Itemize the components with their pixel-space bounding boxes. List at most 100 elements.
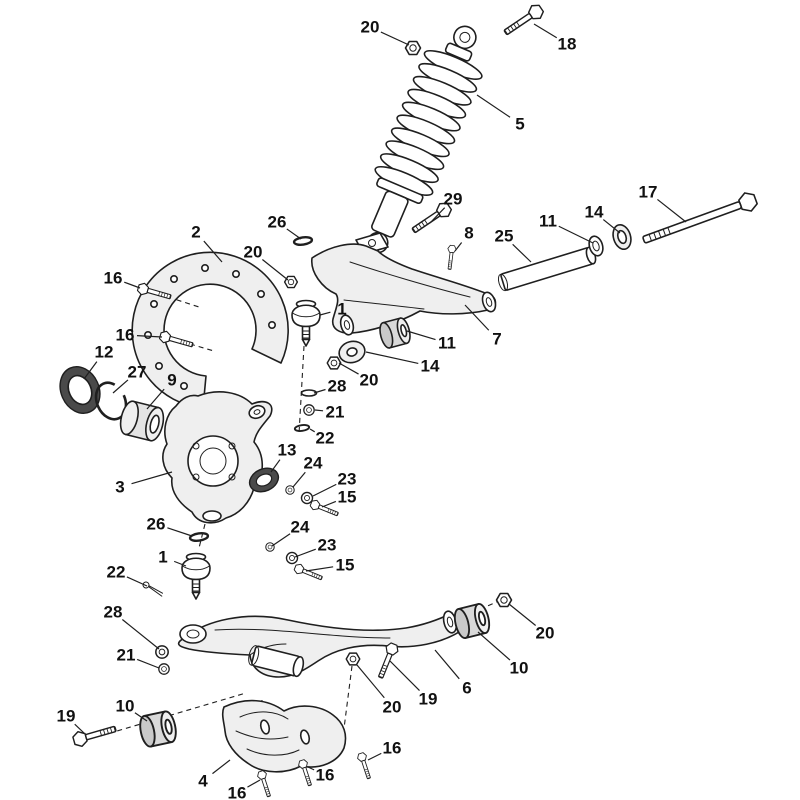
leader-line-15 xyxy=(305,566,334,572)
leader-line-19 xyxy=(389,660,420,691)
callout-10: 10 xyxy=(510,659,529,678)
leader-line-25 xyxy=(512,243,532,263)
bolt-19-front xyxy=(374,641,401,681)
callout-8: 8 xyxy=(464,224,473,243)
washer-11-right xyxy=(588,235,604,257)
callout-27: 27 xyxy=(128,363,147,382)
nut-20-top xyxy=(404,40,422,56)
leader-line-5 xyxy=(476,94,511,118)
callout-19: 19 xyxy=(419,690,438,709)
leader-line-2 xyxy=(203,240,223,263)
callout-26: 26 xyxy=(147,515,166,534)
leader-line-22 xyxy=(126,576,148,587)
callout-3: 3 xyxy=(115,478,124,497)
callout-16: 16 xyxy=(383,739,402,758)
bolt-16-e xyxy=(255,769,274,799)
callout-15: 15 xyxy=(338,488,357,507)
skid-guard xyxy=(221,699,347,773)
pivot-sleeve-25 xyxy=(497,246,597,292)
bolt-15-b xyxy=(292,562,325,584)
callout-22: 22 xyxy=(107,563,126,582)
leader-line-14 xyxy=(365,351,419,365)
leader-line-1 xyxy=(319,311,331,316)
seal-12 xyxy=(59,366,101,414)
leader-line-6 xyxy=(434,649,460,680)
callout-20: 20 xyxy=(360,371,379,390)
leader-line-20 xyxy=(261,259,289,281)
bolt-8 xyxy=(444,244,457,271)
leader-line-16 xyxy=(247,779,261,788)
callout-21: 21 xyxy=(326,403,345,422)
leader-line-20 xyxy=(338,362,359,375)
snap-ring-26-upper xyxy=(292,234,314,248)
callout-18: 18 xyxy=(558,35,577,54)
leader-line-20 xyxy=(380,31,410,46)
callout-29: 29 xyxy=(444,190,463,209)
leader-line-3 xyxy=(131,471,173,485)
callout-1: 1 xyxy=(158,548,167,567)
ring-22-upper xyxy=(293,423,311,433)
washer-23-b xyxy=(285,551,299,565)
shock-absorber xyxy=(366,25,483,254)
callout-20: 20 xyxy=(383,698,402,717)
leader-line-8 xyxy=(454,242,463,252)
callout-7: 7 xyxy=(492,330,501,349)
brake-shield xyxy=(131,251,289,409)
leader-line-20 xyxy=(508,603,537,626)
callout-20: 20 xyxy=(244,243,263,262)
parts-layer xyxy=(59,1,758,799)
leader-line-26 xyxy=(167,527,193,537)
washer-14-left xyxy=(338,340,366,364)
leader-line-22 xyxy=(309,428,316,433)
callout-14: 14 xyxy=(421,357,440,376)
leader-line-17 xyxy=(657,198,687,223)
callout-21: 21 xyxy=(117,646,136,665)
leader-line-26 xyxy=(286,228,302,240)
leader-line-29 xyxy=(429,207,446,224)
lower-control-arm xyxy=(177,610,460,678)
callout-24: 24 xyxy=(304,454,323,473)
callout-17: 17 xyxy=(639,183,658,202)
callout-23: 23 xyxy=(318,536,337,555)
leader-line-10 xyxy=(134,712,148,722)
callout-9: 9 xyxy=(167,371,176,390)
leader-line-10 xyxy=(477,631,511,661)
bushing-10-left xyxy=(136,709,180,749)
callout-28: 28 xyxy=(104,603,123,622)
callout-24: 24 xyxy=(291,518,310,537)
leader-line-13 xyxy=(270,459,281,473)
callout-20: 20 xyxy=(361,18,380,37)
bolt-19-left xyxy=(71,720,119,749)
nut-20-front xyxy=(345,652,361,666)
washer-24-a xyxy=(285,485,295,495)
callout-11: 11 xyxy=(438,334,456,353)
washer-21-upper xyxy=(303,404,315,416)
callout-1: 1 xyxy=(337,300,346,319)
callout-4: 4 xyxy=(198,772,208,791)
washer-21-lower xyxy=(158,663,170,675)
leader-line-7 xyxy=(464,304,490,331)
washer-28-upper xyxy=(300,389,318,397)
callout-22: 22 xyxy=(316,429,335,448)
ball-joint-lower xyxy=(181,552,211,600)
callout-16: 16 xyxy=(228,784,247,800)
snap-ring-26-lower xyxy=(188,530,210,544)
leader-line-18 xyxy=(533,23,558,39)
callout-6: 6 xyxy=(462,679,471,698)
leader-line-16 xyxy=(307,766,315,771)
leader-line-14 xyxy=(602,219,621,234)
leader-line-11 xyxy=(406,330,436,341)
callout-10: 10 xyxy=(116,697,135,716)
washer-23-a xyxy=(300,491,314,505)
leader-line-21 xyxy=(136,658,160,669)
leader-line-16 xyxy=(136,335,163,338)
bolt-17 xyxy=(642,192,758,244)
washer-24-b xyxy=(265,542,275,552)
leader-line-16 xyxy=(367,752,382,761)
leader-line-11 xyxy=(558,225,594,244)
leader-line-24 xyxy=(292,471,306,488)
callout-14: 14 xyxy=(585,203,604,222)
leader-line-21 xyxy=(314,409,324,412)
